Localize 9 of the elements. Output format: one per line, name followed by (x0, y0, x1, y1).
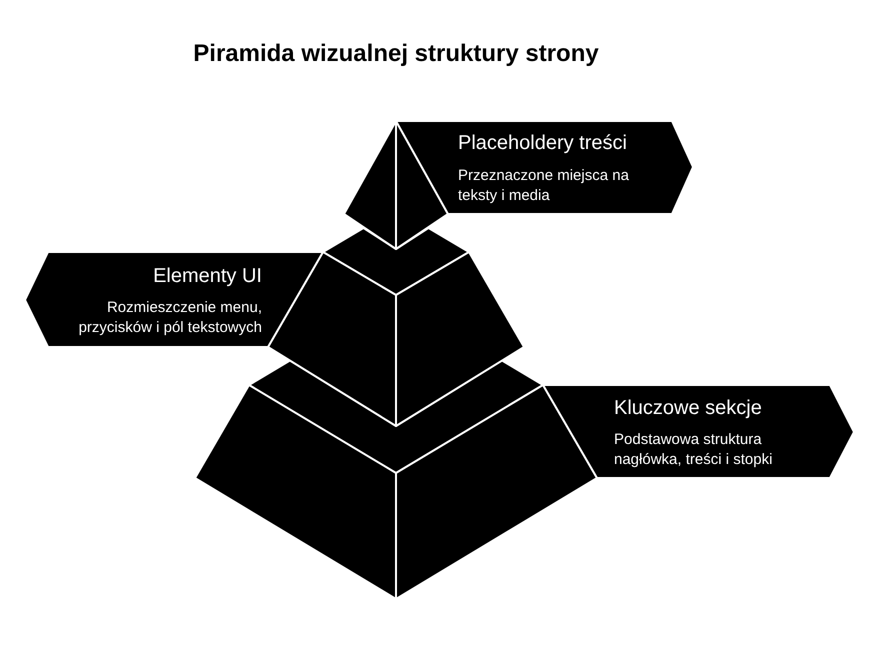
banner-heading: Kluczowe sekcje (614, 396, 762, 420)
banner-heading: Elementy UI (153, 264, 262, 288)
banner-description: Rozmieszczenie menu, przycisków i pól tekstowych (78, 298, 262, 338)
banner-heading: Placeholdery treści (458, 131, 627, 155)
callout-banner (543, 385, 854, 478)
banner-description: Podstawowa struktura nagłówka, treści i stopki (614, 430, 774, 470)
diagram-title: Piramida wizualnej struktury strony (193, 39, 599, 69)
banner-description: Przeznaczone miejsca na teksty i media (458, 166, 630, 206)
callout-banner (25, 252, 323, 347)
